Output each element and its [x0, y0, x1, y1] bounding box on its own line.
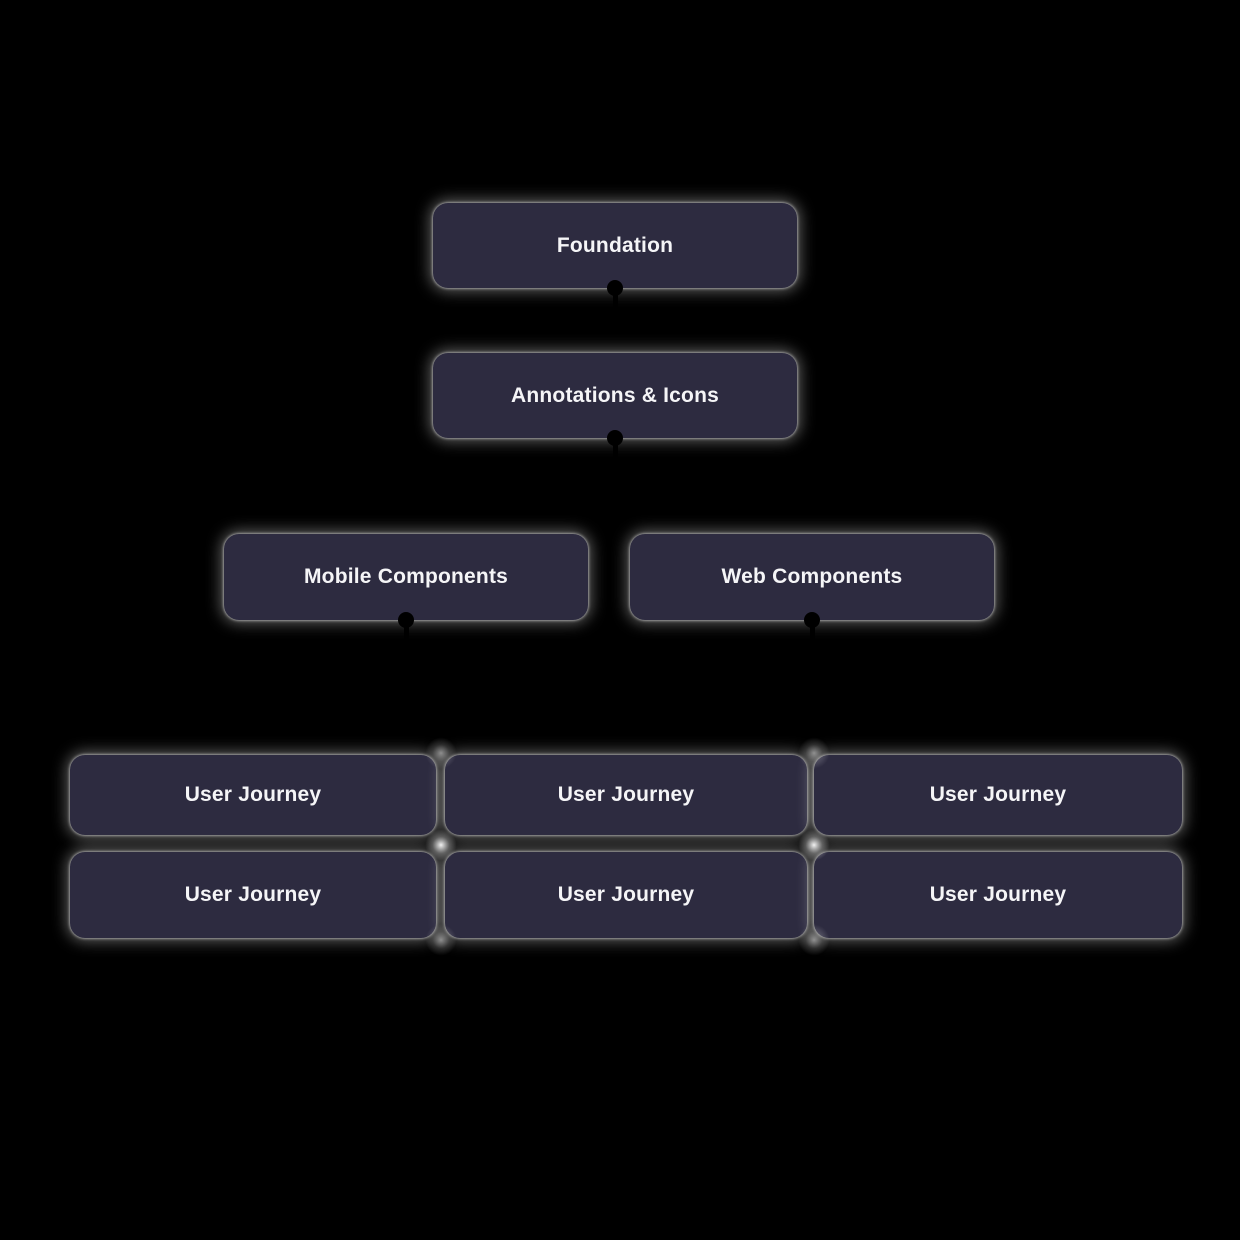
node-user-journey-6[interactable]: User Journey — [814, 852, 1182, 938]
node-mobile-components[interactable]: Mobile Components — [224, 534, 588, 646]
node-user-journey-2[interactable]: User Journey — [445, 755, 807, 835]
node-user-journey-4[interactable]: User Journey — [70, 852, 436, 938]
node-user-journey-5[interactable]: User Journey — [445, 852, 807, 938]
node-label: Foundation — [556, 233, 674, 257]
connector-line — [809, 620, 815, 646]
node-label: User Journey — [929, 883, 1067, 906]
node-label: User Journey — [929, 783, 1067, 806]
node-label: Annotations & Icons — [511, 383, 719, 407]
node-label: User Journey — [184, 783, 322, 806]
connector-port[interactable] — [607, 280, 623, 296]
node-web-components[interactable]: Web Components — [630, 534, 994, 646]
connector-line — [403, 620, 409, 646]
node-annotations-icons[interactable]: Annotations & Icons — [433, 353, 797, 464]
node-user-journey-3[interactable]: User Journey — [814, 755, 1182, 835]
node-label: Web Components — [721, 565, 903, 588]
node-label: User Journey — [557, 883, 695, 906]
connector-port[interactable] — [398, 612, 414, 628]
node-foundation[interactable]: Foundation — [433, 203, 797, 314]
node-user-journey-1[interactable]: User Journey — [70, 755, 436, 835]
connector-port[interactable] — [607, 430, 623, 446]
node-label: User Journey — [557, 783, 695, 806]
connector-line — [612, 288, 618, 314]
connector-line — [612, 438, 618, 464]
connector-port[interactable] — [804, 612, 820, 628]
node-label: User Journey — [184, 883, 322, 906]
node-label: Mobile Components — [303, 565, 509, 588]
